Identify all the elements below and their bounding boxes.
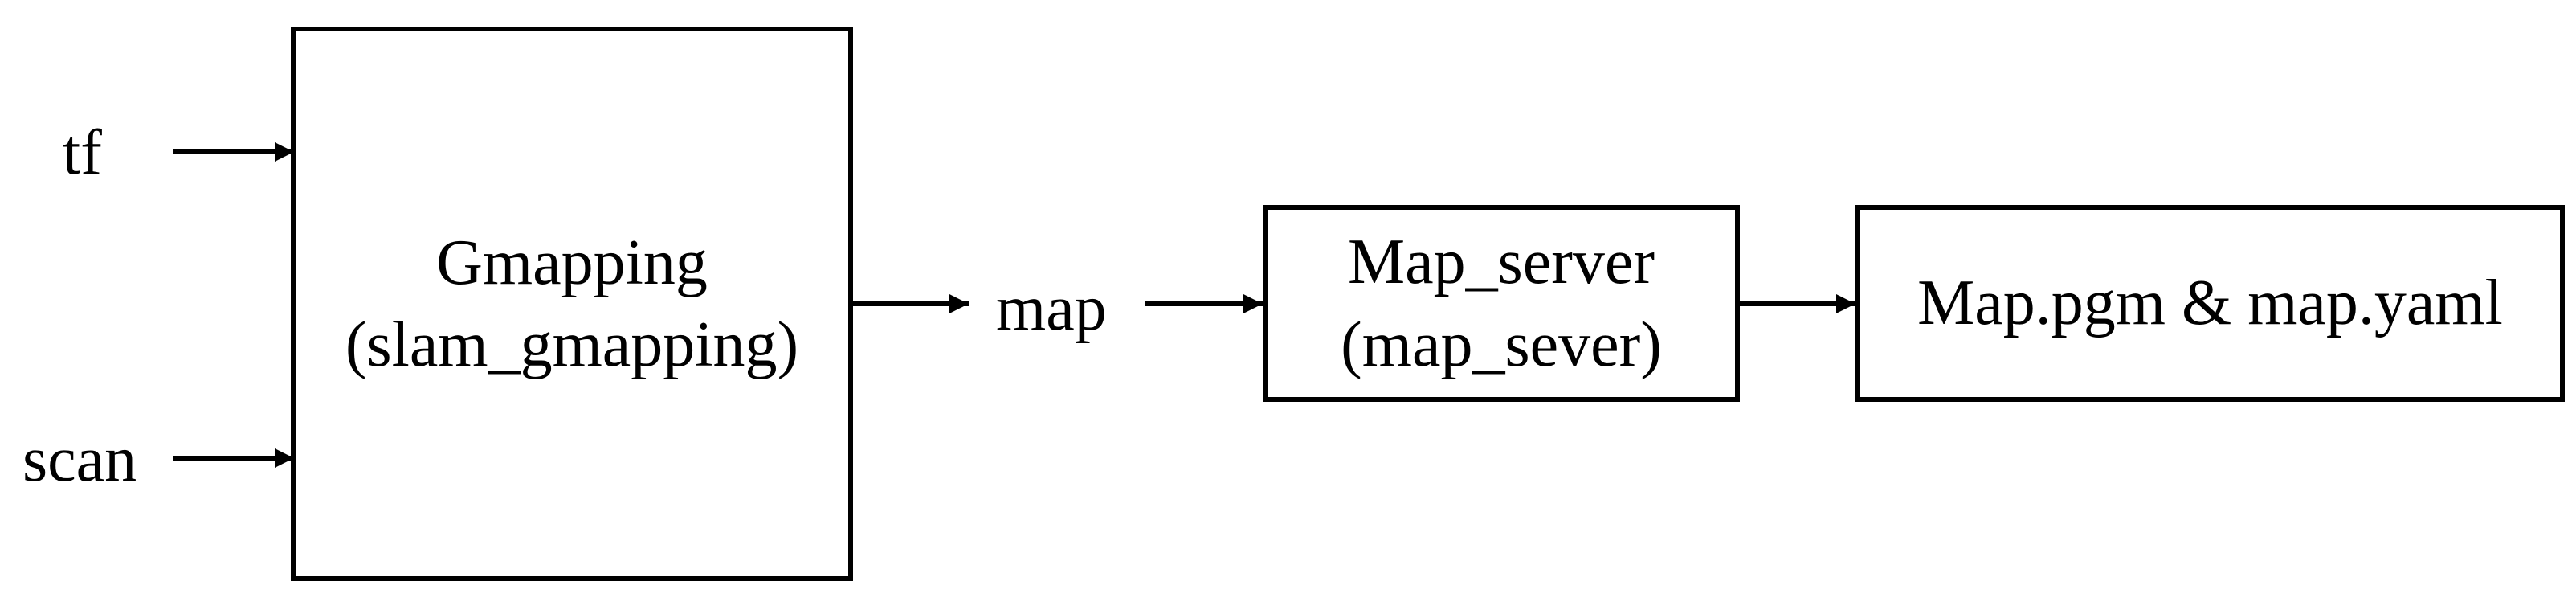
map-server-title: Map_server bbox=[1347, 227, 1655, 298]
output-files-label: Map.pgm & map.yaml bbox=[1917, 268, 2503, 339]
input-label-scan: scan bbox=[22, 424, 137, 495]
gmapping-node-box: Gmapping (slam_gmapping) bbox=[291, 27, 853, 581]
map-server-node-box: Map_server (map_sever) bbox=[1263, 205, 1740, 402]
map-server-node-name: (map_sever) bbox=[1341, 309, 1662, 380]
gmapping-node-name: (slam_gmapping) bbox=[345, 309, 799, 380]
gmapping-title: Gmapping bbox=[436, 227, 708, 298]
topic-label-map: map bbox=[996, 273, 1107, 344]
input-label-tf: tf bbox=[63, 117, 102, 188]
output-files-box: Map.pgm & map.yaml bbox=[1855, 205, 2565, 402]
